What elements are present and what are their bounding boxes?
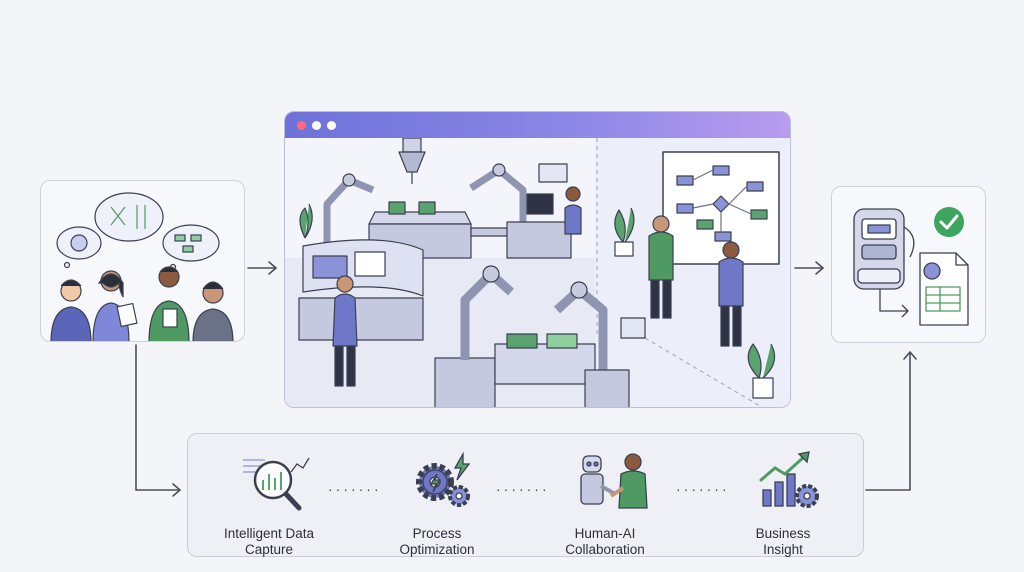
- step-human-ai-collaboration: Human-AI Collaboration: [530, 442, 680, 557]
- step-intelligent-data-capture: Intelligent Data Capture: [194, 442, 344, 557]
- dotted-separator: ·······: [676, 481, 730, 497]
- arrow-team-to-panel: [135, 344, 181, 491]
- step-label: Business Insight: [755, 526, 811, 557]
- window-dot-white: [312, 121, 321, 130]
- device-report-illustration: [853, 208, 969, 326]
- step-business-insight: Business Insight: [708, 442, 858, 557]
- window-dot-white-2: [327, 121, 336, 130]
- dotted-separator: ·······: [496, 481, 550, 497]
- step-label: Intelligent Data Capture: [223, 526, 315, 557]
- data-capture-icon: [243, 457, 310, 511]
- gears-icon: [416, 451, 471, 507]
- check-icon: [934, 207, 964, 237]
- team-brainstorm-illustration: [50, 192, 234, 341]
- step-process-optimization: Process Optimization: [362, 442, 512, 557]
- step-label: Process Optimization: [399, 526, 475, 557]
- step-label: Human-AI Collaboration: [565, 526, 645, 557]
- result-card: [831, 186, 986, 343]
- dotted-separator: ·······: [328, 481, 382, 497]
- growth-chart-icon: [759, 451, 819, 508]
- team-brainstorm-card: [40, 180, 245, 342]
- smart-factory-illustration: [285, 137, 790, 407]
- robot-handshake-icon: [580, 453, 648, 509]
- process-steps-panel: Intelligent Data Capture ······· Process…: [187, 433, 864, 557]
- factory-window: [284, 111, 791, 408]
- window-titlebar: [285, 112, 790, 138]
- arrow-panel-to-result: [865, 351, 911, 491]
- window-dot-red: [297, 121, 306, 130]
